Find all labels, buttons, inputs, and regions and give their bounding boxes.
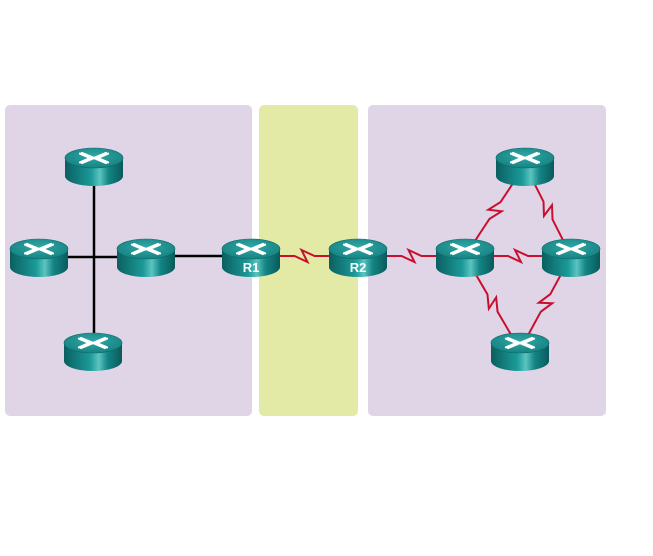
router-left-top[interactable]: [64, 147, 124, 186]
router-left-hub[interactable]: [116, 238, 176, 277]
router-arrows-icon: [449, 242, 481, 256]
router-arrows-icon: [342, 242, 374, 256]
transit-area-panel: [259, 105, 358, 416]
router-label: R1: [243, 260, 260, 275]
router-arrows-icon: [509, 151, 541, 165]
router-arrows-icon: [555, 242, 587, 256]
router-left-bottom[interactable]: [63, 332, 123, 371]
router-r2[interactable]: R2: [328, 238, 388, 277]
router-arrows-icon: [77, 336, 109, 350]
router-r1[interactable]: R1: [221, 238, 281, 277]
router-arrows-icon: [78, 151, 110, 165]
router-left-far[interactable]: [9, 238, 69, 277]
router-arrows-icon: [235, 242, 267, 256]
serial-link: [251, 247, 358, 265]
serial-link: [358, 247, 465, 265]
router-arrows-icon: [23, 242, 55, 256]
router-ring-bottom[interactable]: [490, 332, 550, 371]
serial-link: [524, 164, 572, 257]
router-ring-right[interactable]: [541, 238, 601, 277]
serial-link: [464, 255, 521, 351]
router-label: R2: [350, 260, 367, 275]
router-ring-left[interactable]: [435, 238, 495, 277]
serial-link: [464, 164, 526, 257]
router-arrows-icon: [130, 242, 162, 256]
router-arrows-icon: [504, 336, 536, 350]
serial-link: [519, 255, 572, 351]
router-ring-top[interactable]: [495, 147, 555, 186]
serial-link: [465, 247, 571, 265]
